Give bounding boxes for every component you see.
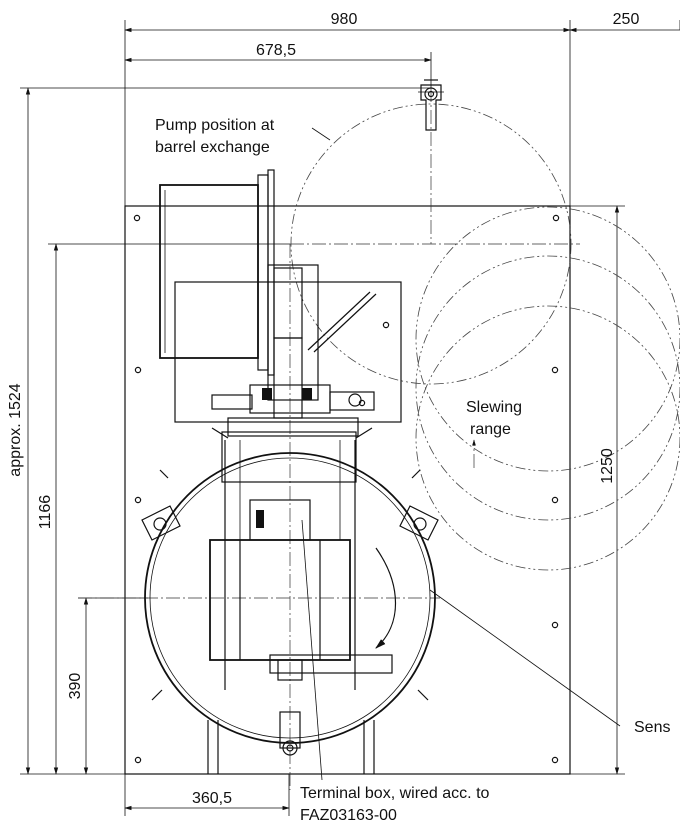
- barrel-drum: [141, 439, 476, 774]
- clamp-right: [399, 505, 439, 541]
- clamp-bottom: [279, 711, 301, 756]
- leader-lines: [301, 127, 621, 781]
- dim-total-height: approx. 1524: [7, 383, 24, 477]
- dim-axis-offset: 360,5: [192, 790, 232, 807]
- label-pump-position-1: Pump position at: [155, 117, 275, 134]
- label-slewing-2: range: [470, 421, 511, 438]
- dim-axis-height: 390: [67, 673, 84, 700]
- base-plate: [124, 205, 571, 775]
- motor-unit: [159, 169, 402, 483]
- label-sensor: Sens: [634, 719, 670, 736]
- clamp-left: [141, 505, 181, 541]
- dim-frame-height: 1250: [599, 448, 616, 484]
- centerlines: [78, 88, 580, 790]
- dim-overall-width: 980: [331, 11, 358, 28]
- label-terminal-1: Terminal box, wired acc. to: [300, 785, 490, 802]
- dim-pump-offset: 678,5: [256, 42, 296, 59]
- pump-exchange-position: [418, 79, 444, 131]
- dimension-lines: [20, 20, 680, 816]
- label-terminal-2: FAZ03163-00: [300, 807, 397, 824]
- slewing-range-circles: [290, 103, 680, 571]
- label-slewing-1: Slewing: [466, 399, 522, 416]
- label-pump-position-2: barrel exchange: [155, 139, 270, 156]
- dim-pump-height: 1166: [37, 495, 54, 530]
- dim-side-clearance: 250: [613, 11, 640, 28]
